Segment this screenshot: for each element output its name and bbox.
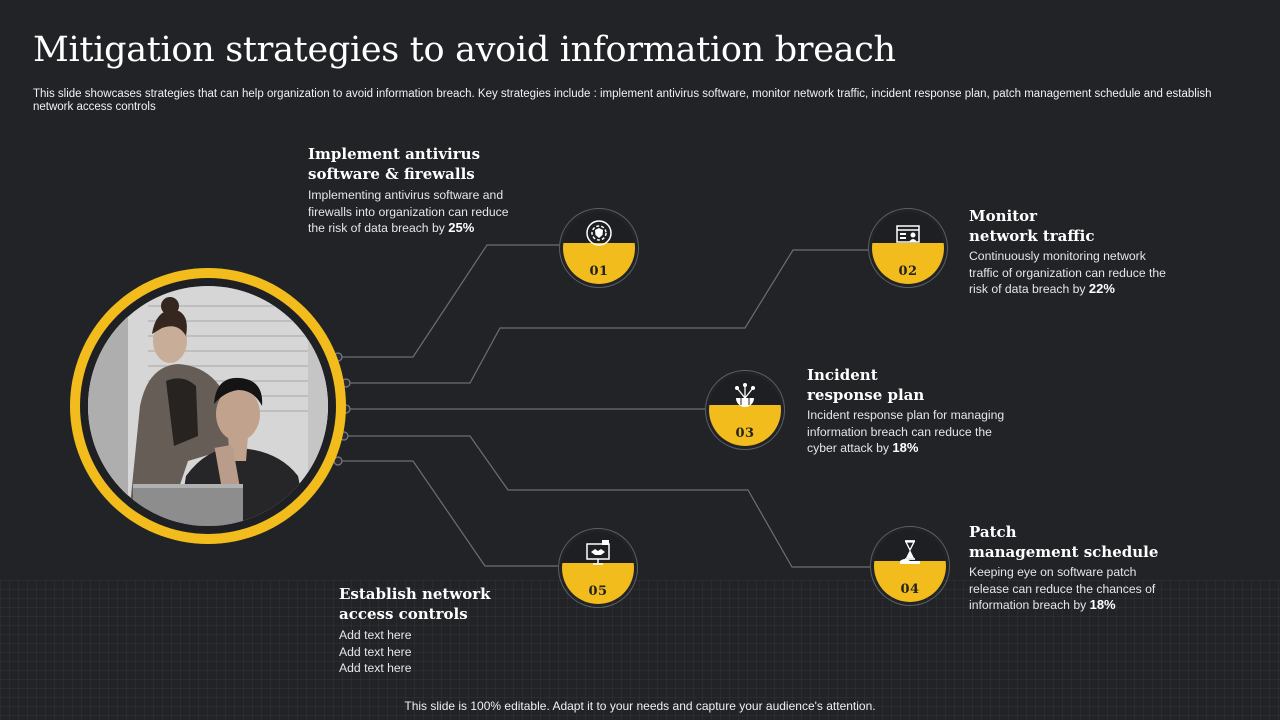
desc-line: release can reduce the chances of: [969, 581, 1156, 596]
desc-line: traffic of organization can reduce the: [969, 265, 1166, 280]
stat-value: 25%: [448, 220, 475, 235]
connector-line-05: [338, 460, 558, 567]
strategy-05-description: Add text here Add text here Add text her…: [339, 627, 412, 677]
strategy-04-description: Keeping eye on software patch release ca…: [969, 564, 1155, 614]
desc-line: the risk of data breach by: [308, 221, 445, 235]
page-title: Mitigation strategies to avoid informati…: [33, 30, 896, 70]
title-line: Patch: [969, 523, 1017, 541]
network-monitor-icon: [896, 225, 920, 243]
strategy-node-05: 05: [558, 528, 638, 608]
footer-note: This slide is 100% editable. Adapt it to…: [404, 699, 876, 713]
title-line: Incident: [807, 366, 878, 384]
title-line: management schedule: [969, 543, 1159, 561]
desc-line: Continuously monitoring network: [969, 249, 1146, 263]
page-subtitle: This slide showcases strategies that can…: [33, 88, 1212, 113]
strategy-node-04: 04: [870, 526, 950, 606]
title-line: response plan: [807, 386, 925, 404]
desc-line: information breach by: [969, 598, 1087, 612]
desc-line: Add text here: [339, 644, 412, 659]
title-line: access controls: [339, 605, 468, 623]
connector-line-01: [338, 244, 560, 358]
strategy-03-title: Incident response plan: [807, 365, 924, 405]
desc-line: Incident response plan for managing: [807, 408, 1005, 422]
strategy-02-description: Continuously monitoring network traffic …: [969, 248, 1166, 298]
photo-ring: [70, 268, 346, 544]
strategy-number: 04: [900, 582, 920, 597]
strategy-number: 03: [735, 426, 755, 441]
stat-value: 22%: [1088, 281, 1115, 296]
strategy-03-description: Incident response plan for managing info…: [807, 407, 1004, 457]
strategy-node-02: 02: [868, 208, 948, 288]
strategy-number: 02: [898, 264, 918, 279]
strategy-05-title: Establish network access controls: [339, 584, 491, 624]
strategy-number: 01: [589, 264, 609, 279]
desc-line: cyber attack by: [807, 441, 889, 455]
strategy-node-01: 01: [559, 208, 639, 288]
strategy-node-03: 03: [705, 370, 785, 450]
connector-line-02: [346, 249, 868, 384]
desc-line: Add text here: [339, 661, 412, 675]
title-line: Monitor: [969, 207, 1038, 225]
desc-line: Implementing antivirus software and: [308, 188, 504, 202]
monitor-handshake-icon: [586, 540, 610, 565]
connector-line-04: [344, 435, 870, 568]
stat-value: 18%: [892, 440, 919, 455]
desc-line: risk of data breach by: [969, 282, 1086, 296]
title-line: Establish network: [339, 585, 491, 603]
strategy-number: 05: [588, 584, 608, 599]
strategy-02-title: Monitor network traffic: [969, 206, 1095, 246]
desc-line: firewalls into organization can reduce: [308, 204, 509, 219]
strategy-01-title: Implement antivirus software & firewalls: [308, 144, 480, 184]
strategy-04-title: Patch management schedule: [969, 522, 1158, 562]
title-line: Implement antivirus: [308, 145, 481, 163]
antivirus-shield-icon: [586, 220, 612, 246]
stat-value: 18%: [1089, 597, 1116, 612]
title-line: software & firewalls: [308, 165, 475, 183]
background-pattern: [0, 580, 1280, 720]
strategy-01-description: Implementing antivirus software and fire…: [308, 187, 509, 237]
desc-line: Keeping eye on software patch: [969, 565, 1137, 579]
desc-line: information breach can reduce the: [807, 424, 992, 439]
title-line: network traffic: [969, 227, 1095, 245]
team-photo: [88, 286, 328, 526]
desc-line: Add text here: [339, 628, 412, 642]
hourglass-hand-icon: [900, 540, 920, 564]
globe-network-icon: [735, 383, 755, 407]
